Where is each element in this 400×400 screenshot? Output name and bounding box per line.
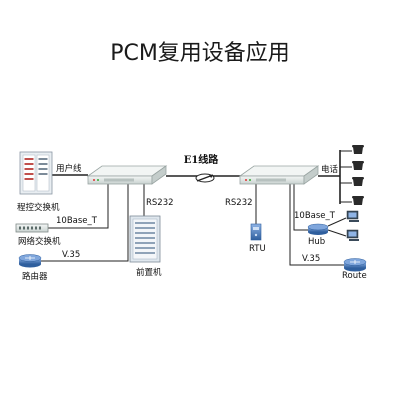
rtu-icon — [250, 223, 262, 241]
right-ethernet-line — [293, 184, 308, 231]
hub-label: Hub — [308, 237, 325, 247]
network-switch-label: 网络交换机 — [18, 236, 61, 247]
front-end-cabinet-icon — [129, 215, 161, 263]
hub-icon — [307, 223, 329, 235]
diagram-title: PCM复用设备应用 — [110, 41, 290, 66]
telephone-icon-2 — [352, 161, 364, 170]
right-v35-line — [289, 184, 344, 266]
hub-pc-line-2 — [327, 229, 347, 237]
user-line-label: 用户线 — [56, 163, 82, 174]
left-rs232-label: RS232 — [146, 198, 174, 208]
pc-icon-2 — [346, 229, 359, 241]
hub-pc-line-1 — [327, 217, 347, 227]
e1-link-label: E1线路 — [184, 153, 220, 166]
network-switch-icon — [15, 223, 49, 233]
exchange-cabinet-icon — [19, 151, 53, 195]
left-ethernet-label: 10Base_T — [56, 216, 98, 226]
front-end-label: 前置机 — [136, 267, 162, 278]
left-v35-label: V.35 — [62, 250, 80, 260]
right-router-label: Route — [342, 271, 367, 281]
left-router-icon — [18, 254, 42, 268]
phone-label: 电话 — [321, 164, 339, 175]
pcm-unit-left — [86, 165, 168, 185]
telephone-icon-3 — [352, 177, 364, 186]
right-ethernet-label: 10Base_T — [294, 211, 336, 221]
telephone-icon-1 — [352, 145, 364, 154]
left-v35-line — [40, 184, 129, 262]
e1-link-icon — [195, 173, 215, 183]
left-ethernet-line — [48, 184, 109, 229]
right-router-icon — [343, 258, 367, 272]
telephone-icon-4 — [352, 196, 364, 205]
pcm-unit-right — [238, 165, 320, 185]
exchange-label: 程控交换机 — [17, 202, 60, 213]
left-router-label: 路由器 — [22, 271, 48, 282]
pc-icon-1 — [346, 210, 359, 222]
right-rs232-label: RS232 — [225, 198, 253, 208]
right-v35-label: V.35 — [302, 254, 320, 264]
rtu-label: RTU — [249, 244, 266, 254]
